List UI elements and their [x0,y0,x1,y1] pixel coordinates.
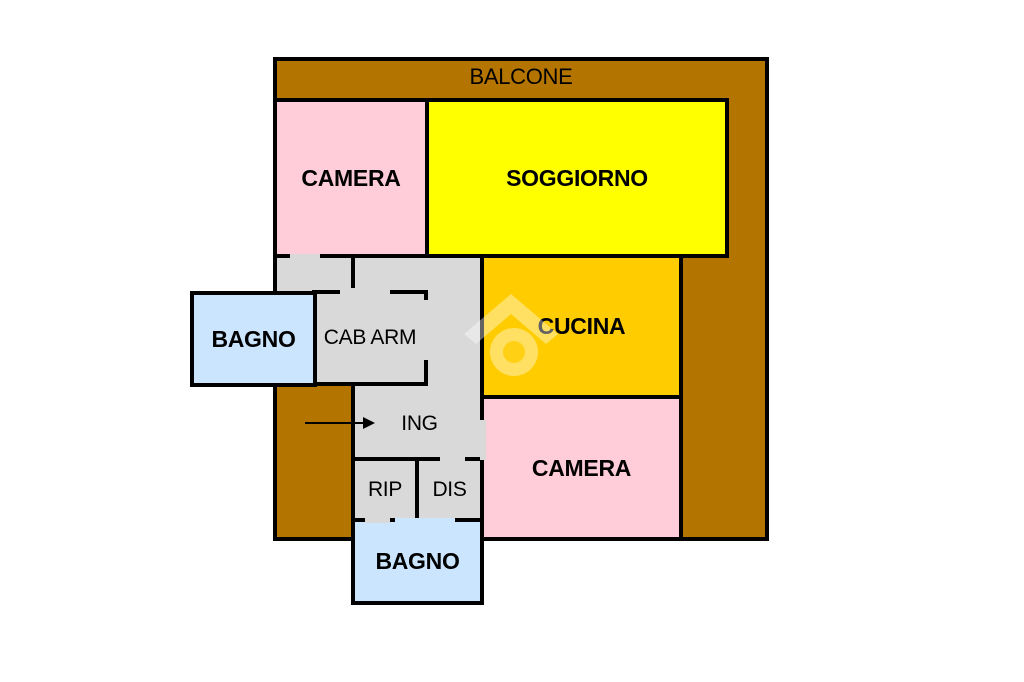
room-bagno-left: BAGNO [190,291,317,387]
room-soggiorno: SOGGIORNO [425,98,729,258]
door-gap [395,518,455,523]
room-cucina-label: CUCINA [537,313,626,339]
room-rip: RIP [351,457,419,522]
door-gap [290,254,320,260]
door-gap [440,456,465,462]
door-gap [480,420,486,460]
door-gap [424,300,430,360]
room-camera-top: CAMERA [273,98,429,258]
room-ing-label: ING [401,411,438,435]
room-cab-arm: CAB ARM [312,290,428,386]
room-cab-arm-label: CAB ARM [323,326,417,349]
room-balcone-label: BALCONE [469,64,573,89]
room-bagno-bottom: BAGNO [351,518,484,605]
room-bagno-bottom-label: BAGNO [375,548,460,574]
room-camera-bottom-label: CAMERA [531,454,632,481]
room-rip-label: RIP [367,477,403,501]
room-soggiorno-label: SOGGIORNO [506,164,648,191]
room-cucina: CUCINA [480,254,683,399]
entrance-arrow-icon [305,417,375,429]
watermark-logo-icon [464,294,558,376]
room-camera-bottom: CAMERA [480,395,683,541]
room-dis: DIS [415,457,484,522]
room-camera-top-label: CAMERA [301,164,401,191]
door-gap [365,517,390,523]
door-gap [340,288,390,294]
room-bagno-left-label: BAGNO [211,325,296,352]
room-dis-label: DIS [432,477,467,501]
